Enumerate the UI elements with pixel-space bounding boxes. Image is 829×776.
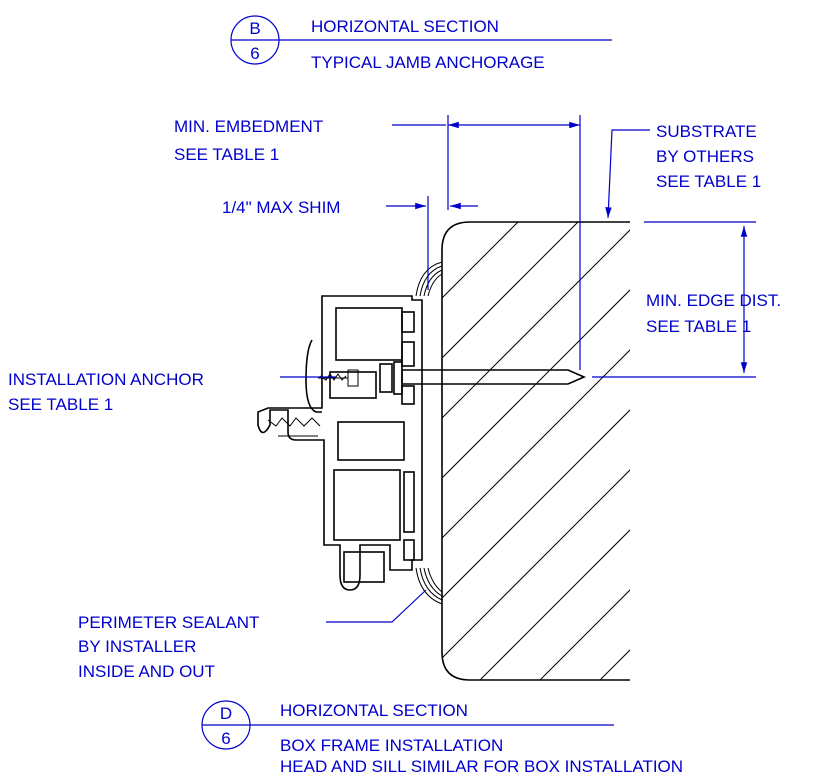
top-detail-callout: B 6 HORIZONTAL SECTION TYPICAL JAMB ANCH…	[230, 15, 612, 72]
frame-web-1	[401, 311, 415, 333]
installation-anchor-label: INSTALLATION ANCHOR	[8, 370, 204, 389]
serrated-fin	[267, 417, 321, 427]
perimeter-sealant-by: BY INSTALLER	[78, 637, 196, 656]
substrate-outline	[441, 221, 630, 681]
substrate-ref: SEE TABLE 1	[656, 172, 761, 191]
perimeter-sealant-beads	[415, 261, 443, 605]
perimeter-sealant-note: INSIDE AND OUT	[78, 662, 215, 681]
frame-chamber-bottom	[343, 551, 385, 583]
bottom-detail-callout: D 6 HORIZONTAL SECTION BOX FRAME INSTALL…	[201, 700, 683, 776]
frame-web-5	[403, 539, 415, 561]
min-embedment-ref: SEE TABLE 1	[174, 145, 279, 164]
substrate-leader	[605, 129, 650, 219]
min-edge-dist-label: MIN. EDGE DIST.	[646, 291, 781, 310]
substrate-block	[441, 221, 630, 681]
anchor-washer	[393, 361, 403, 395]
frame-chamber-anchor	[329, 371, 377, 399]
frame-web-4	[403, 471, 415, 533]
shim	[379, 363, 393, 393]
perimeter-sealant-label: PERIMETER SEALANT	[78, 613, 259, 632]
callout-subtitle: TYPICAL JAMB ANCHORAGE	[311, 53, 545, 72]
anchor-screw-thread	[319, 373, 347, 381]
frame-web-3	[401, 385, 415, 405]
sheet-number: 6	[250, 44, 259, 63]
frame-chamber-top	[335, 307, 403, 361]
annotation-labels: MIN. EMBEDMENT SEE TABLE 1 SUBSTRATE BY …	[8, 117, 781, 681]
sheet-number: 6	[221, 729, 230, 748]
frame-profile	[257, 295, 586, 591]
installation-anchor-ref: SEE TABLE 1	[8, 395, 113, 414]
detail-letter: B	[249, 19, 260, 38]
callout-title: HORIZONTAL SECTION	[280, 701, 468, 720]
frame-chamber-mid	[337, 421, 405, 461]
installation-anchor	[401, 369, 586, 385]
callout-subtitle: BOX FRAME INSTALLATION	[280, 736, 503, 755]
detail-letter: D	[220, 704, 232, 723]
frame-chamber-lower	[333, 469, 401, 541]
dimension-lines	[280, 115, 756, 623]
frame-outline	[257, 295, 423, 591]
min-edge-dist-ref: SEE TABLE 1	[646, 317, 751, 336]
sealant-leader	[326, 589, 427, 623]
substrate-by-others: BY OTHERS	[656, 147, 754, 166]
substrate-hatch	[442, 222, 630, 680]
frame-web-2	[401, 341, 415, 367]
anchor-screw-head	[318, 369, 359, 387]
max-shim-label: 1/4" MAX SHIM	[222, 198, 340, 217]
trim-clip	[305, 339, 322, 413]
min-embedment-label: MIN. EMBEDMENT	[174, 117, 323, 136]
callout-subtitle-note: HEAD AND SILL SIMILAR FOR BOX INSTALLATI…	[280, 757, 683, 776]
callout-title: HORIZONTAL SECTION	[311, 17, 499, 36]
substrate-label: SUBSTRATE	[656, 122, 757, 141]
